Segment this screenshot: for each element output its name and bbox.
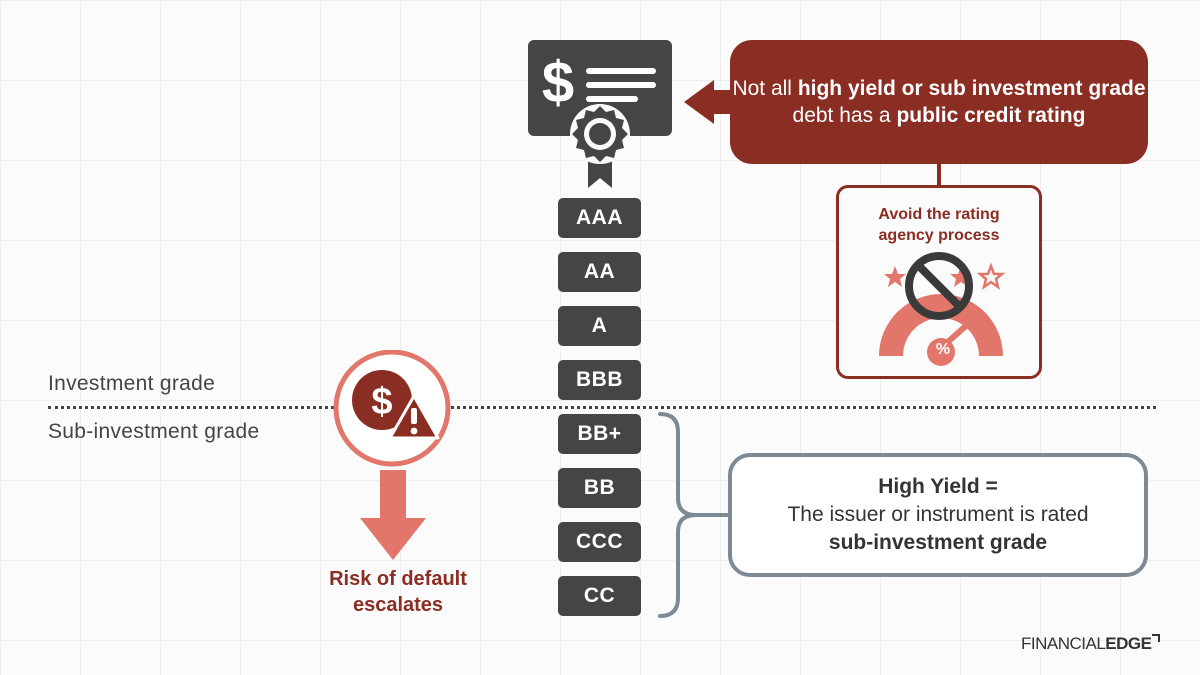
avoid-title: Avoid the rating agency process — [878, 206, 1000, 244]
arrow-left-icon — [684, 80, 734, 124]
rating-aa: AA — [558, 252, 641, 292]
callout-line-1: Not all high yield or sub investment gra… — [732, 77, 1146, 127]
no-rating-gauge-icon — [879, 252, 1006, 366]
rating-ccc: CCC — [558, 522, 641, 562]
dollar-warning-icon: $ — [333, 350, 451, 467]
sub-investment-bracket — [658, 412, 730, 618]
rating-bbb: BBB — [558, 360, 641, 400]
high-yield-desc: The issuer or instrument is rated — [787, 503, 1089, 526]
grade-divider — [48, 406, 1156, 409]
rating-cc: CC — [558, 576, 641, 616]
callout-connector — [937, 164, 941, 186]
callout-bold-1: high yield or sub investment grade — [797, 77, 1146, 100]
investment-grade-label: Investment grade — [48, 372, 216, 395]
logo-corner-icon — [1152, 634, 1161, 642]
svg-text:$: $ — [542, 50, 574, 115]
rating-bb-plus: BB+ — [558, 414, 641, 454]
rating-aaa: AAA — [558, 198, 641, 238]
percent-symbol: % — [935, 341, 951, 358]
svg-text:$: $ — [371, 381, 392, 423]
high-yield-box: High Yield = The issuer or instrument is… — [728, 453, 1148, 577]
risk-of-default-text: Risk of default escalates — [329, 568, 467, 616]
high-yield-title: High Yield = — [878, 475, 998, 498]
sub-investment-grade-label: Sub-investment grade — [48, 420, 260, 443]
financial-edge-logo: FINANCIALEDGE — [1021, 634, 1161, 654]
callout-bold-2: public credit rating — [896, 104, 1086, 127]
avoid-rating-box: Avoid the rating agency process % — [836, 185, 1042, 379]
rating-a: A — [558, 306, 641, 346]
high-yield-emphasis: sub-investment grade — [828, 531, 1048, 554]
rating-bb: BB — [558, 468, 641, 508]
arrow-down-icon — [360, 470, 426, 560]
callout-box: Not all high yield or sub investment gra… — [730, 40, 1148, 164]
certificate-dollar-icon: $ — [528, 40, 672, 188]
